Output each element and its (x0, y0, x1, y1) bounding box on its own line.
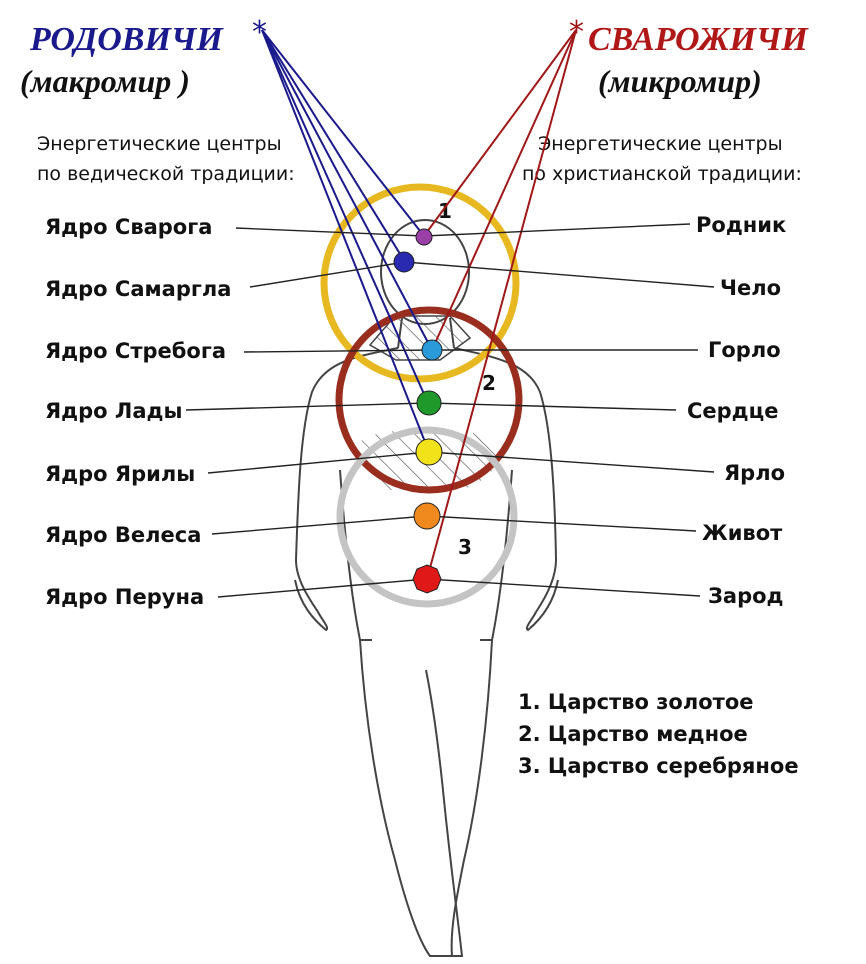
left-title: РОДОВИЧИ (29, 21, 224, 58)
blue-ray-4 (261, 29, 429, 404)
vedic-label-samargl: Ядро Самаргла (45, 277, 231, 301)
vedic-label-perun: Ядро Перуна (45, 585, 204, 609)
christian-label-yarlo: Ярло (724, 461, 785, 485)
right-shoulder-arm (453, 347, 559, 632)
leader-zarod (426, 578, 701, 597)
leader-serdtse (427, 402, 677, 411)
leader-lines (185, 223, 715, 598)
kingdom-number-1: 1 (438, 199, 452, 223)
kingdoms-legend: 1. Царство золотое 2. Царство медное 3. … (518, 690, 799, 778)
left-leg (359, 639, 464, 957)
red-ray-2 (431, 29, 577, 351)
center-dot-svarog (415, 228, 433, 246)
center-dot-yarila (415, 438, 443, 466)
leader-svarog (235, 227, 425, 237)
christian-label-serdtse: Сердце (687, 399, 778, 423)
right-subtitle: (микромир) (598, 63, 762, 99)
leader-perun (217, 578, 428, 598)
leader-lada (185, 402, 429, 411)
vedic-label-yarila: Ядро Ярилы (45, 462, 195, 486)
red-rays (423, 29, 577, 580)
left-star-icon: * (252, 15, 267, 50)
leader-yarila (207, 451, 430, 474)
center-dot-lada (416, 390, 442, 416)
blue-ray-2 (261, 29, 406, 263)
blue-rays (261, 29, 433, 453)
center-dot-samargl (393, 251, 415, 273)
christian-label-zarod: Зарод (708, 584, 784, 608)
legend-item-silver: 3. Царство серебряное (518, 754, 799, 778)
leader-yarlo (428, 451, 715, 473)
right-caption-line1: Энергетические центры (538, 133, 783, 155)
christian-label-chelo: Чело (720, 276, 781, 300)
silver-kingdom-circle (336, 426, 518, 608)
red-ray-3 (426, 29, 577, 580)
christian-label-gorlo: Горло (708, 338, 781, 362)
blue-ray-5 (261, 29, 430, 453)
leader-zhivot (426, 515, 697, 532)
blue-ray-3 (261, 29, 433, 351)
right-title: СВАРОЖИЧИ (588, 21, 809, 58)
legend-item-copper: 2. Царство медное (518, 722, 748, 746)
center-dot-veles (413, 502, 441, 530)
copper-kingdom-circle (335, 306, 523, 494)
left-caption-line1: Энергетические центры (37, 133, 282, 155)
left-subtitle: (макромир ) (20, 63, 190, 99)
christian-label-rodnik: Родник (696, 213, 786, 237)
leader-chelo (404, 261, 715, 288)
legend-item-golden: 1. Царство золотое (518, 690, 754, 714)
vedic-label-svarog: Ядро Сварога (45, 215, 212, 239)
leader-rodnik (423, 223, 691, 237)
kingdom-number-3: 3 (458, 535, 472, 559)
right-leg (450, 639, 493, 957)
center-dot-perun (412, 564, 442, 594)
leader-stribog (243, 349, 433, 353)
vedic-label-lada: Ядро Лады (45, 399, 182, 423)
red-ray-1 (423, 29, 577, 237)
leader-veles (211, 515, 428, 535)
right-caption-line2: по христианской традиции: (522, 163, 802, 185)
blue-ray-1 (261, 29, 425, 237)
christian-label-zhivot: Живот (702, 521, 783, 545)
vedic-label-stribog: Ядро Стребога (45, 339, 226, 363)
golden-kingdom-circle (320, 183, 520, 383)
left-shoulder-arm (294, 347, 399, 632)
kingdom-number-2: 2 (482, 371, 496, 395)
center-dot-stribog (421, 339, 443, 361)
leader-samargl (249, 261, 406, 288)
vedic-label-veles: Ядро Велеса (45, 523, 201, 547)
left-caption-line2: по ведической традиции: (37, 163, 295, 185)
